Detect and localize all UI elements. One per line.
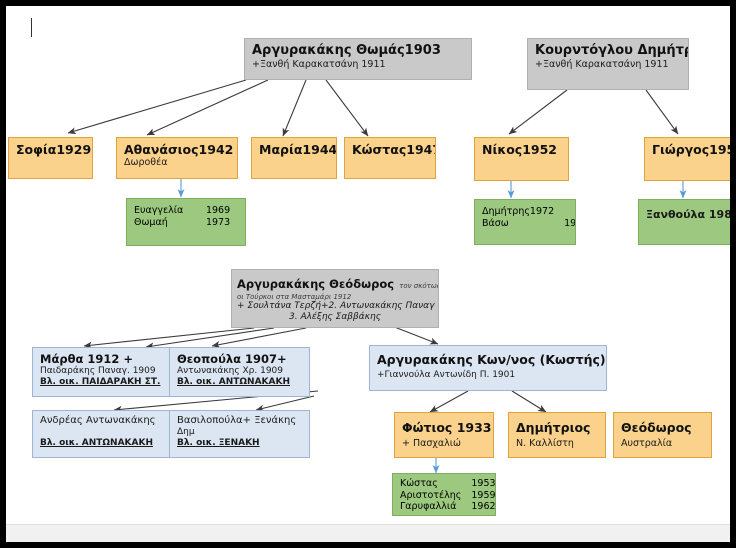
- node-argyrakakis-theodoros[interactable]: Αργυρακάκης Θεόδωρος τον σκότωσαν οι Τού…: [231, 269, 439, 328]
- row-label: Ξανθούλα 1984: [646, 208, 730, 221]
- node-spouse-line: Δημ: [177, 427, 195, 438]
- node-title: Φώτιος 1933: [402, 420, 492, 435]
- green-rows: Δημήτρης1972 Βάσω 1977: [482, 206, 576, 230]
- node-dimitrios-kallisti[interactable]: Δημήτριος Ν. Καλλίστη: [508, 412, 606, 458]
- node-title: Μαρία1944: [259, 142, 337, 157]
- application-window: Αργυρακάκης Θωμάς1903 +Ξανθή Καρακατσάνη…: [6, 6, 730, 542]
- node-title: Γιώργος1957: [652, 142, 730, 157]
- green-rows: Ευαγγελία 1969 Θωμαή 1973: [134, 205, 239, 228]
- node-spouse-line-2: 3. Αλέξης Σαββάκης: [289, 312, 381, 323]
- node-spouse-line-1: + Σουλτάνα Τερζή+2. Αντωνακάκης Παναγ: [237, 301, 435, 312]
- diagram-canvas[interactable]: Αργυρακάκης Θωμάς1903 +Ξανθή Καρακατσάνη…: [6, 6, 730, 524]
- node-spouse-line: + Πασχαλιώ: [402, 438, 461, 450]
- node-title: Κουρντόγλου Δημήτριος: [535, 43, 688, 58]
- node-andreas-antonakakis[interactable]: Ανδρέας Αντωνακάκης Βλ. οικ. ΑΝΤΩΝΑΚΑΚΗ: [32, 410, 172, 458]
- row-label: Κώστας: [400, 478, 438, 489]
- node-kostas-aristotelis-garyfallia[interactable]: Κώστας 1953 Αριστοτέλης 1959 Γαρυφαλλιά …: [392, 473, 496, 516]
- node-title-row: Αργυρακάκης Θεόδωρος τον σκότωσαν: [237, 273, 438, 293]
- node-xanthoula-1984[interactable]: Ξανθούλα 1984: [638, 199, 730, 245]
- node-title: Αργυρακάκης Κων/νος (Κωστής)1897: [377, 352, 606, 367]
- node-title: Σοφία1929: [16, 142, 92, 157]
- table-row: Γαρυφαλλιά 1962: [400, 501, 496, 513]
- text-cursor-caret: [31, 18, 32, 37]
- node-spouse-line: Δωροθέα: [124, 157, 168, 169]
- row-year: 1953: [471, 478, 496, 489]
- row-year: 1962: [471, 501, 496, 513]
- node-athanasios-1942[interactable]: Αθανάσιος1942 + Δωροθέα: [116, 137, 238, 179]
- row-year: 1959: [471, 489, 496, 501]
- node-maria-1944[interactable]: Μαρία1944: [251, 137, 337, 179]
- node-spouse-line: Αντωνακάκης Χρ. 1909: [177, 366, 283, 377]
- table-row: Θωμαή 1973: [134, 217, 239, 229]
- node-title: Θεοπούλα 1907+: [177, 352, 287, 366]
- row-year: 1969: [205, 205, 231, 216]
- node-dimitris-vaso[interactable]: Δημήτρης1972 Βάσω 1977: [474, 199, 576, 245]
- row-year: [554, 206, 575, 218]
- node-title: Αργυρακάκης Θωμάς1903: [252, 43, 441, 58]
- row-label: Θωμαή: [134, 216, 168, 228]
- row-label: Αριστοτέλης: [400, 489, 462, 501]
- node-title: Ανδρέας Αντωνακάκης: [40, 415, 156, 426]
- table-row: Αριστοτέλης 1959: [400, 489, 496, 502]
- node-title: Βασιλοπούλα+ Ξενάκης: [177, 415, 297, 426]
- node-theodoros-australia[interactable]: Θεόδωρος Αυστραλία: [613, 412, 712, 458]
- table-row: Βάσω 1977: [482, 217, 576, 230]
- node-kostas-1947[interactable]: Κώστας1947: [344, 137, 436, 179]
- table-row: Ευαγγελία 1969: [134, 205, 239, 217]
- table-row: Δημήτρης1972: [482, 206, 575, 218]
- node-martha-1912[interactable]: Μάρθα 1912 + Παιδαράκης Παναγ. 1909 Βλ. …: [32, 347, 172, 397]
- node-spouse-line: Παιδαράκης Παναγ. 1909: [40, 366, 156, 377]
- node-argyrakakis-konnos-1897[interactable]: Αργυρακάκης Κων/νος (Κωστής)1897 +Γιαννο…: [369, 345, 607, 391]
- node-reference-link[interactable]: Βλ. οικ. ΠΑΙΔΑΡΑΚΗ ΣΤ.: [40, 376, 161, 387]
- node-title: Δημήτριος: [516, 420, 591, 435]
- green-rows: Κώστας 1953 Αριστοτέλης 1959 Γαρυφαλλιά …: [400, 478, 496, 513]
- node-title: Μάρθα 1912 +: [40, 352, 134, 366]
- row-year: 1973: [205, 216, 231, 228]
- node-death-note: οι Τούρκοι στα Μασταμάρι 1912: [237, 292, 352, 301]
- node-spouse-line: Ν. Καλλίστη: [516, 438, 574, 450]
- node-title-note: τον σκότωσαν: [399, 282, 438, 290]
- node-reference-link[interactable]: Βλ. οικ. ΑΝΤΩΝΑΚΑΚΗ: [40, 438, 153, 449]
- node-nikos-1952[interactable]: Νίκος1952: [474, 137, 569, 181]
- node-reference-link[interactable]: Βλ. οικ. ΑΝΤΩΝΑΚΑΚΗ: [177, 376, 290, 387]
- node-reference-link[interactable]: Βλ. οικ. ΞΕΝΑΚΗ: [177, 438, 260, 449]
- node-title: Αργυρακάκης Θεόδωρος: [237, 277, 395, 291]
- node-vasilopoula-xenakis[interactable]: Βασιλοπούλα+ Ξενάκης Δημ Βλ. οικ. ΞΕΝΑΚΗ: [169, 410, 310, 458]
- node-spouse-line: +Ξανθή Καρακατσάνη 1911: [252, 58, 386, 70]
- node-title: Κώστας1947: [352, 142, 436, 157]
- table-row: Κώστας 1953: [400, 478, 496, 490]
- node-evangelia-thomai[interactable]: Ευαγγελία 1969 Θωμαή 1973: [126, 198, 246, 246]
- node-title: Αθανάσιος1942 +: [124, 142, 238, 157]
- node-spouse-line: +Ξανθή Καρακατσάνη 1911: [535, 58, 669, 70]
- node-fotios-1933[interactable]: Φώτιος 1933 + Πασχαλιώ: [394, 412, 494, 458]
- node-sofia-1929[interactable]: Σοφία1929: [8, 137, 93, 179]
- row-year: 1977: [564, 217, 576, 229]
- row-label: Ευαγγελία: [134, 205, 184, 216]
- node-spouse-line: +Γιαννούλα Αντωνίδη Π. 1901: [377, 370, 516, 381]
- node-title: Θεόδωρος: [621, 420, 692, 435]
- row-label: Δημήτρης1972: [482, 206, 555, 217]
- node-spacer: [40, 427, 165, 438]
- node-title: Νίκος1952: [482, 142, 557, 157]
- node-theopoula-1907[interactable]: Θεοπούλα 1907+ Αντωνακάκης Χρ. 1909 Βλ. …: [169, 347, 310, 397]
- status-bar: [6, 524, 730, 542]
- node-giorgos-1957[interactable]: Γιώργος1957: [644, 137, 730, 181]
- row-label: Γαρυφαλλιά: [400, 501, 457, 513]
- node-spouse-line: Αυστραλία: [621, 438, 673, 450]
- node-kourntoglou-dimitrios[interactable]: Κουρντόγλου Δημήτριος +Ξανθή Καρακατσάνη…: [527, 38, 689, 90]
- row-label: Βάσω: [482, 217, 509, 229]
- node-argyrakakis-thomas-1903[interactable]: Αργυρακάκης Θωμάς1903 +Ξανθή Καρακατσάνη…: [244, 38, 472, 80]
